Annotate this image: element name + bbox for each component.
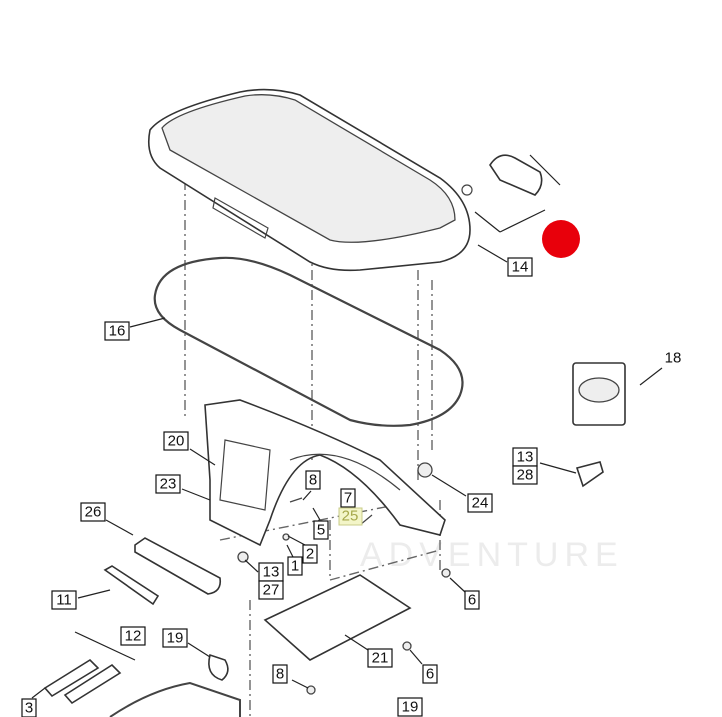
screws: [237, 497, 451, 695]
callout-24[interactable]: 24: [467, 493, 493, 513]
bracket-part[interactable]: [575, 461, 604, 488]
callout-number: 13: [517, 449, 534, 466]
lid-part[interactable]: [147, 88, 471, 272]
callout-5[interactable]: 5: [313, 520, 329, 540]
callout-number: 3: [25, 700, 33, 717]
callout-14[interactable]: 14: [507, 257, 533, 277]
clip-part[interactable]: [208, 653, 229, 681]
case-bottom-part: [109, 681, 241, 717]
watermark: ADVENTURE: [360, 536, 624, 574]
callout-2[interactable]: 2: [302, 544, 318, 564]
trim-part[interactable]: [103, 565, 160, 606]
strip-part-a[interactable]: [43, 658, 100, 698]
callout-number: 19: [167, 630, 184, 647]
callout-number: 27: [263, 582, 280, 599]
badge-part[interactable]: [572, 362, 626, 426]
callout-3[interactable]: 3: [21, 698, 37, 717]
callout-21[interactable]: 21: [367, 648, 393, 668]
callout-number: 8: [309, 472, 317, 489]
callout-16[interactable]: 16: [104, 321, 130, 341]
callout-26[interactable]: 26: [80, 502, 106, 522]
callout-13a[interactable]: 13: [258, 562, 284, 582]
callout-number: 6: [426, 666, 434, 683]
latch-part[interactable]: [461, 154, 561, 233]
callout-19b[interactable]: 19: [397, 697, 423, 717]
handle-part[interactable]: [134, 537, 222, 595]
callout-11[interactable]: 11: [51, 590, 77, 610]
callout-number: 14: [512, 259, 529, 276]
washer-part[interactable]: [417, 462, 433, 478]
gasket-part[interactable]: [153, 256, 464, 427]
callout-7[interactable]: 7: [340, 488, 356, 508]
strip-part-b[interactable]: [63, 663, 122, 705]
callout-19a[interactable]: 19: [162, 628, 188, 648]
callout-number: 2: [306, 546, 314, 563]
callout-number: 13: [263, 564, 280, 581]
callout-8[interactable]: 8: [305, 470, 321, 490]
callout-1[interactable]: 1: [287, 556, 303, 576]
callout-23[interactable]: 23: [155, 474, 181, 494]
red-marker: [542, 220, 580, 258]
callout-number: 11: [56, 592, 72, 609]
callout-20[interactable]: 20: [163, 431, 189, 451]
callout-12[interactable]: 12: [120, 626, 146, 646]
callout-number: 25: [342, 508, 359, 525]
callout-number: 7: [344, 490, 352, 507]
callout-27[interactable]: 27: [258, 580, 284, 600]
callout-number: 26: [85, 504, 102, 521]
callout-18[interactable]: 18: [665, 350, 682, 367]
callout-25[interactable]: 25: [338, 507, 363, 526]
callout-number: 12: [125, 628, 142, 645]
callout-number: 1: [291, 558, 299, 575]
callout-13b[interactable]: 13: [512, 447, 538, 467]
callout-number: 19: [402, 699, 419, 716]
callout-6b[interactable]: 6: [422, 664, 438, 684]
callout-28[interactable]: 28: [512, 465, 538, 485]
callout-8b[interactable]: 8: [272, 664, 288, 684]
callout-number: 16: [109, 323, 126, 340]
callout-number: 6: [468, 592, 476, 609]
leader-lines: [31, 244, 663, 699]
callout-number: 8: [276, 666, 284, 683]
callout-number: 21: [372, 650, 389, 667]
callout-6a[interactable]: 6: [464, 590, 480, 610]
plate-part[interactable]: [263, 574, 412, 661]
callout-number: 20: [168, 433, 185, 450]
callout-number: 28: [517, 467, 534, 484]
liner-part[interactable]: [204, 399, 446, 547]
callout-number: 18: [665, 350, 682, 367]
callout-number: 5: [317, 522, 325, 539]
callout-number: 23: [160, 476, 177, 493]
callout-number: 24: [472, 495, 489, 512]
